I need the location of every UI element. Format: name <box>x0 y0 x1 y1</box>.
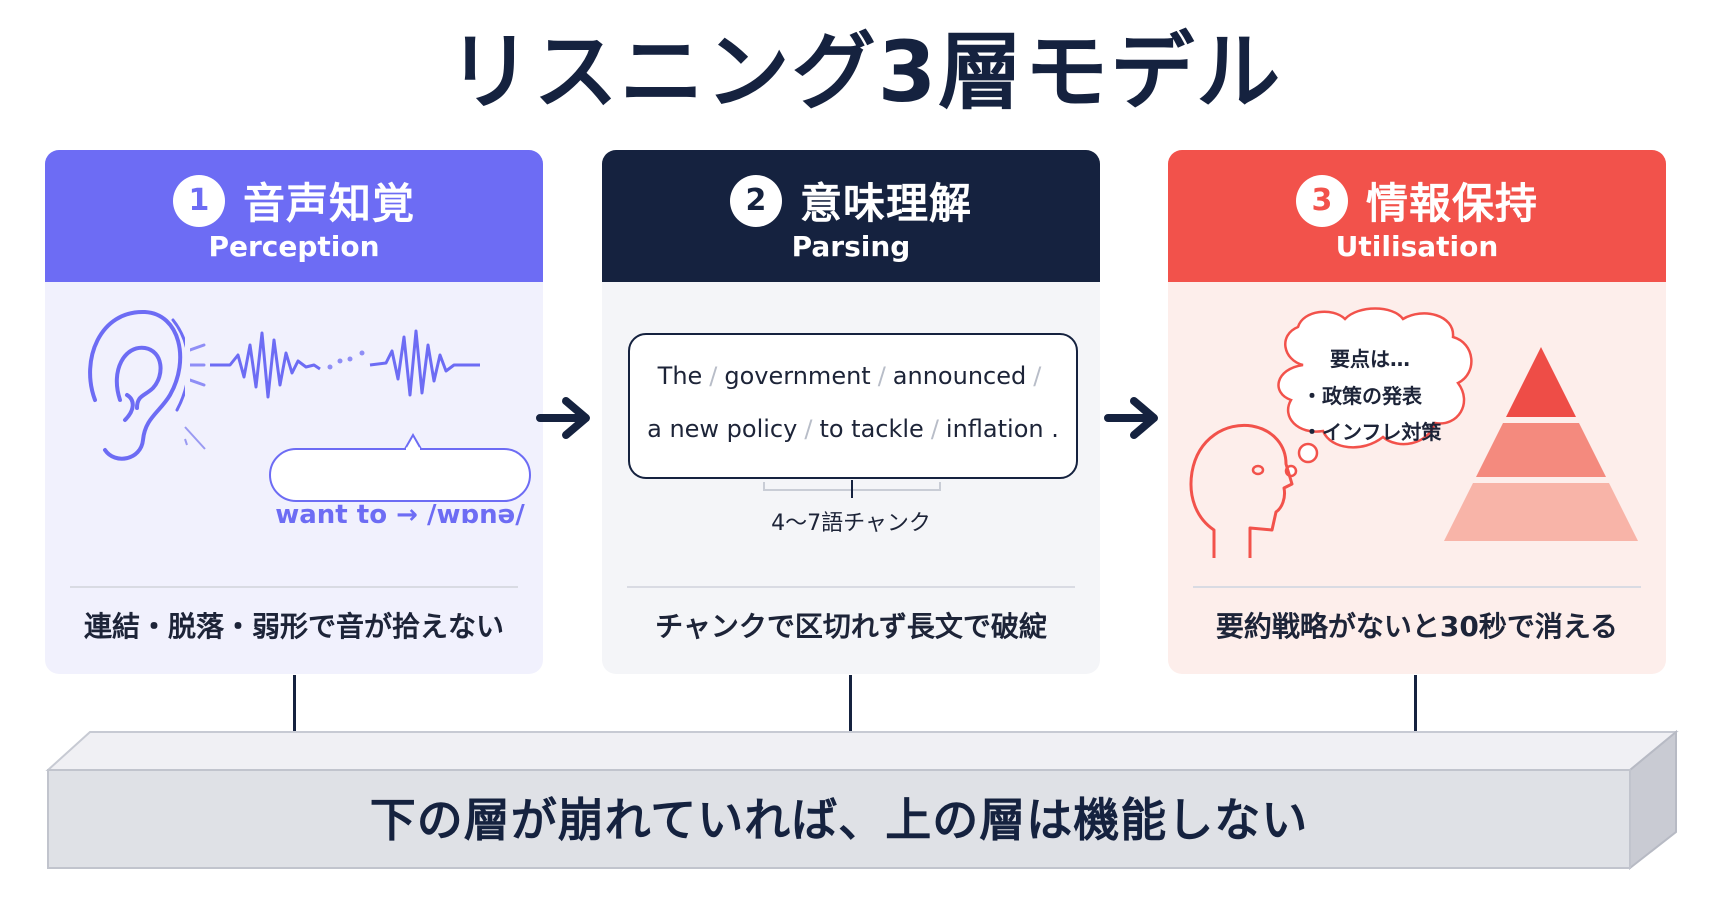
head-icon <box>1189 423 1294 558</box>
layer-caption: チャンクで区切れず長文で破綻 <box>655 610 1047 643</box>
chunk-separator: / <box>1033 362 1042 390</box>
chunk: announced <box>892 362 1027 390</box>
layer-header: 3 情報保持 Utilisation <box>1168 150 1666 282</box>
chunk-line-2: a new policy/to tackle/inflation . <box>630 415 1076 443</box>
connector-stem <box>849 675 852 733</box>
layer-title-jp: 音声知覚 <box>242 179 415 228</box>
chunk: a new policy <box>647 415 798 443</box>
connector-stem <box>1414 675 1417 733</box>
layer-caption: 連結・脱落・弱形で音が拾えない <box>83 610 504 643</box>
bracket-icon <box>763 480 941 498</box>
chunk-separator: / <box>930 415 939 443</box>
liaison-example: want to → /wɒnə/ <box>275 500 525 530</box>
thought-line: 要点は… <box>1330 347 1410 371</box>
connector-stem <box>293 675 296 733</box>
layer-header: 1 音声知覚 Perception <box>45 150 543 282</box>
ear-icon <box>88 309 185 461</box>
chunk-size-label: 4〜7語チャンク <box>771 511 931 536</box>
arrow-right-icon <box>536 397 590 439</box>
layer-header: 2 意味理解 Parsing <box>602 150 1100 282</box>
chunk: government <box>724 362 871 390</box>
chunk-separator: / <box>877 362 886 390</box>
layer-title-jp: 意味理解 <box>799 179 972 228</box>
page-title: リスニング3層モデル <box>447 23 1283 121</box>
divider <box>70 586 518 588</box>
chunk: inflation <box>945 415 1044 443</box>
chunked-sentence-box: The/government/announced/ a new policy/t… <box>628 333 1078 479</box>
chunk-end: . <box>1051 415 1059 443</box>
chunk-separator: / <box>804 415 813 443</box>
layer-title-jp: 情報保持 <box>1365 179 1538 228</box>
chunk: to tackle <box>819 415 924 443</box>
arrow-right-icon <box>1104 397 1158 439</box>
thought-line: ・政策の発表 <box>1302 384 1422 408</box>
foundation-message: 下の層が崩れていれば、上の層は機能しない <box>369 793 1309 847</box>
layer-card-perception: 1 音声知覚 Perception want to → /wɒnə/ 連結・脱落… <box>45 150 543 674</box>
layer-card-utilisation: 3 情報保持 Utilisation 要点は… ・政策の発表 ・インフレ対策 要… <box>1168 150 1666 674</box>
divider <box>1193 586 1641 588</box>
layer-title-en: Perception <box>208 230 380 263</box>
pyramid-icon <box>1444 347 1638 541</box>
layer-caption: 要約戦略がないと30秒で消える <box>1215 610 1619 643</box>
layer-number-badge: 2 <box>729 174 782 227</box>
chunk: The <box>657 362 703 390</box>
layer-title-en: Utilisation <box>1335 230 1499 263</box>
layer-title-en: Parsing <box>791 230 911 263</box>
thought-line: ・インフレ対策 <box>1302 420 1442 444</box>
speech-bubble-icon <box>184 426 531 502</box>
layer-number-badge: 3 <box>1295 174 1348 227</box>
chunk-line-1: The/government/announced/ <box>630 362 1076 390</box>
waveform-icon <box>190 329 480 399</box>
divider <box>627 586 1075 588</box>
chunk-separator: / <box>709 362 718 390</box>
layer-number-badge: 1 <box>172 174 225 227</box>
thought-bubble-icon <box>1277 307 1473 478</box>
layer-card-parsing: 2 意味理解 Parsing The/government/announced/… <box>602 150 1100 674</box>
